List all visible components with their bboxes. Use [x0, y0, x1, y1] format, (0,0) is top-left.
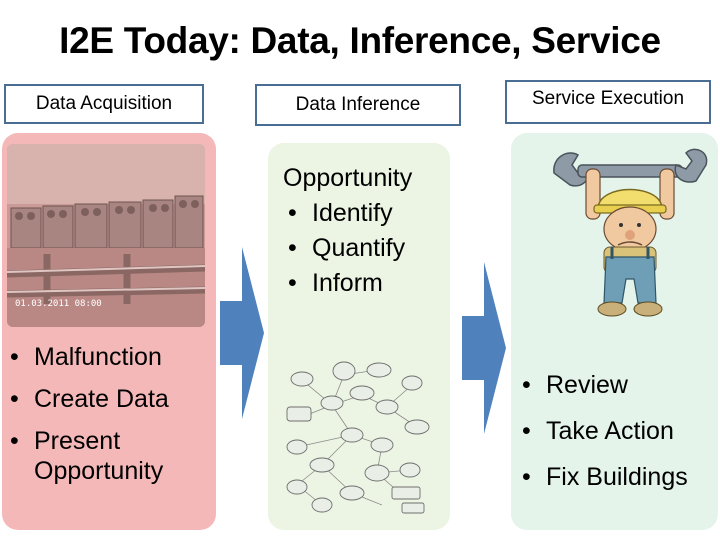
acquisition-bullets: Malfunction Create Data PresentOpportuni… [6, 336, 169, 488]
slide-title: I2E Today: Data, Inference, Service [59, 20, 661, 61]
right-arrow-icon [462, 262, 506, 434]
list-item: Inform [284, 266, 405, 301]
inference-bullets: Identify Quantify Inform [284, 196, 405, 301]
concept-map-image [282, 355, 442, 520]
list-item: Fix Buildings [518, 454, 688, 500]
header-service-execution: Service Execution [505, 80, 711, 124]
list-item: Take Action [518, 408, 688, 454]
worker-with-wrench-image [548, 143, 713, 323]
list-item: Quantify [284, 231, 405, 266]
list-item: Malfunction [6, 336, 169, 378]
list-item: Create Data [6, 378, 169, 420]
service-bullets: Review Take Action Fix Buildings [518, 362, 688, 500]
list-item: Identify [284, 196, 405, 231]
photo-timestamp: 01.03.2011 08:00 [15, 299, 102, 309]
chiller-equipment-photo: 01.03.2011 08:00 [7, 144, 205, 327]
header-data-acquisition: Data Acquisition [4, 84, 204, 124]
list-item: Review [518, 362, 688, 408]
right-arrow-icon [220, 247, 264, 419]
header-data-inference: Data Inference [255, 84, 461, 126]
opportunity-heading: Opportunity [283, 164, 413, 192]
